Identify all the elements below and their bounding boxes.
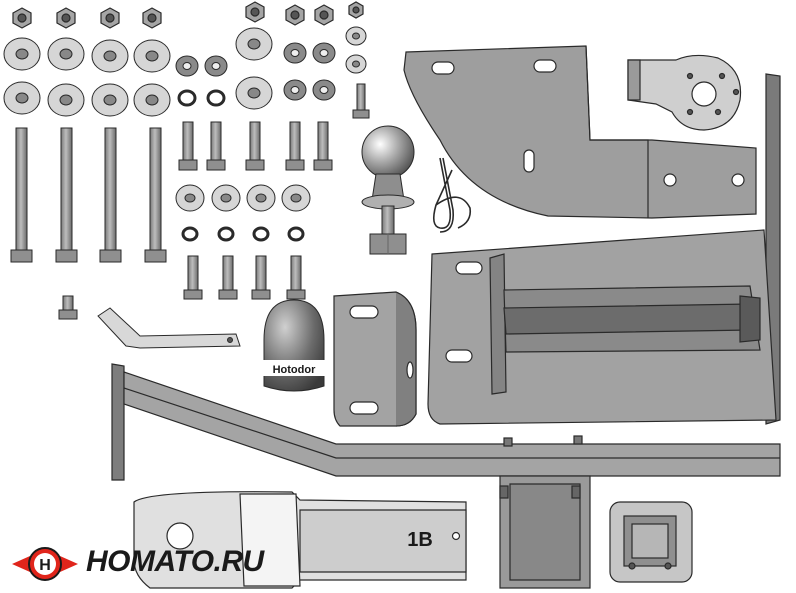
flat-washer <box>133 39 171 73</box>
flat-washer <box>235 27 273 61</box>
lock-washer <box>287 226 305 242</box>
hex-nut <box>12 7 32 29</box>
small-washers <box>175 26 367 107</box>
flat-washer-small <box>283 79 307 101</box>
flat-washer-small <box>283 42 307 64</box>
receiver-end-cap <box>609 501 693 583</box>
short-bolt <box>285 121 305 171</box>
large-washers <box>3 27 273 117</box>
lock-washer <box>217 226 235 242</box>
socket-plate <box>627 54 742 131</box>
nuts-row <box>12 1 364 29</box>
flat-washer <box>47 37 85 71</box>
flat-washer <box>235 76 273 110</box>
flat-washer-small <box>345 54 367 74</box>
short-bolt <box>245 121 265 171</box>
lock-washer <box>206 89 226 107</box>
short-bolt <box>206 121 226 171</box>
long-bolts <box>10 127 167 263</box>
short-bolt <box>352 83 370 119</box>
upper-bracket <box>403 45 757 219</box>
hitch-pin-clip <box>432 157 472 233</box>
bar-stamp: 1B <box>407 529 433 551</box>
tow-ball-cap: Hotodor <box>262 299 326 392</box>
flat-washer-small <box>204 55 228 77</box>
brand-logo: H HOMATO.RU <box>10 540 264 584</box>
long-bolt <box>144 127 167 263</box>
lock-washer <box>252 226 270 242</box>
hex-nut <box>142 7 162 29</box>
short-bolts-upper <box>178 83 370 171</box>
tow-ball <box>361 125 415 255</box>
long-bolt <box>55 127 78 263</box>
main-crossbar <box>111 363 781 589</box>
side-mounting-plate <box>333 291 417 427</box>
lock-washer <box>177 89 197 107</box>
short-bolt <box>218 255 238 300</box>
flat-washer <box>133 83 171 117</box>
flat-washer <box>281 184 311 212</box>
short-bolt <box>178 121 198 171</box>
short-bolt <box>251 255 271 300</box>
flat-washer-small <box>312 79 336 101</box>
hex-nut <box>285 4 305 26</box>
flat-washer-small <box>175 55 199 77</box>
bent-pin <box>97 307 241 349</box>
right-mounting-bracket <box>427 73 781 425</box>
long-bolt <box>10 127 33 263</box>
flat-washer <box>3 81 41 115</box>
flat-washer <box>47 83 85 117</box>
short-bolt <box>183 255 203 300</box>
flat-washer-small <box>312 42 336 64</box>
cap-label: Hotodor <box>273 364 316 376</box>
middle-washers <box>175 184 311 242</box>
brand-name: HOMATO.RU <box>86 545 264 578</box>
flat-washer <box>211 184 241 212</box>
flat-washer <box>3 37 41 71</box>
hex-nut <box>100 7 120 29</box>
lock-washer <box>181 226 199 242</box>
short-bolt <box>286 255 306 300</box>
receiver-tube: 1B <box>133 491 467 589</box>
hex-nut <box>314 4 334 26</box>
flat-washer <box>91 39 129 73</box>
flat-washer-small <box>345 26 367 46</box>
long-bolt <box>99 127 122 263</box>
flat-washer <box>246 184 276 212</box>
flat-washer <box>175 184 205 212</box>
hex-nut <box>348 1 364 19</box>
short-bolt <box>58 295 78 320</box>
short-bolts-lower <box>58 255 306 320</box>
short-bolt <box>313 121 333 171</box>
hex-nut <box>56 7 76 29</box>
flat-washer <box>91 83 129 117</box>
brand-mark-icon: H <box>12 547 78 581</box>
hex-nut <box>245 1 265 23</box>
brand-mark-letter: H <box>39 557 51 574</box>
